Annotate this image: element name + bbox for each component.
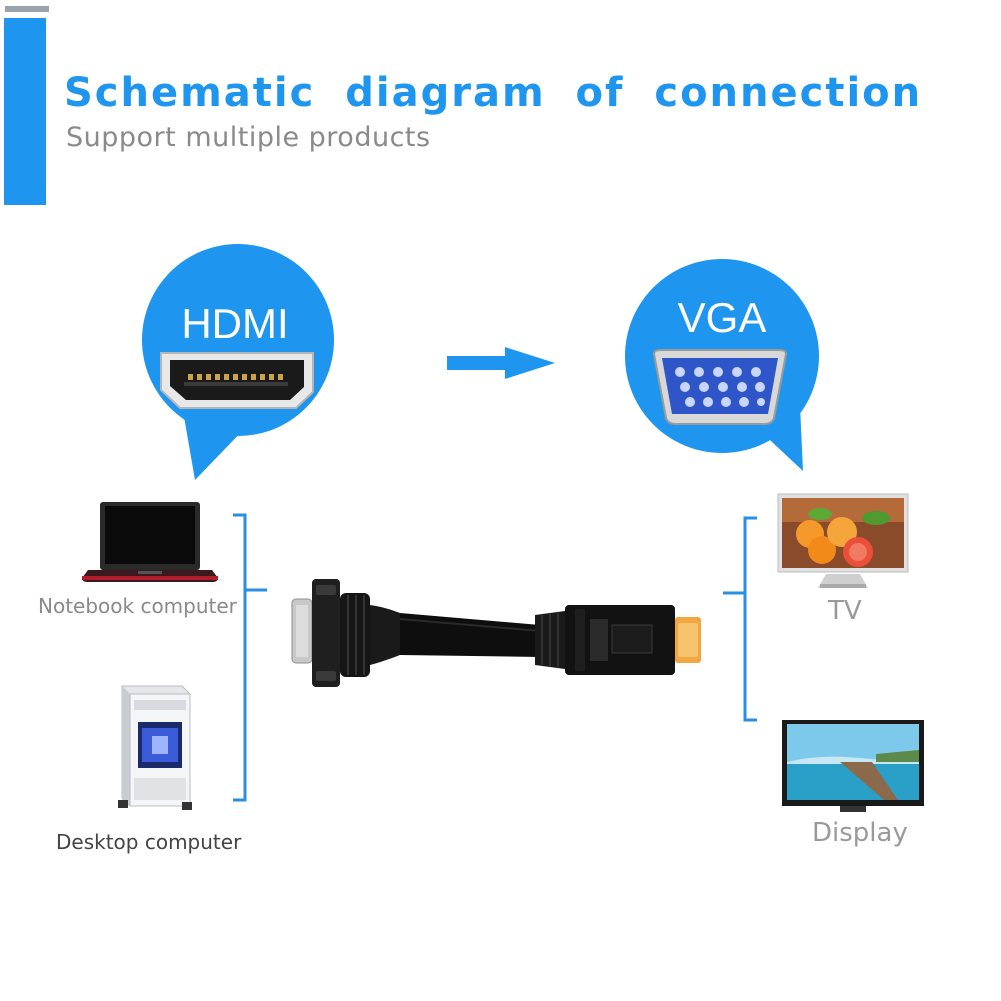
vga-port-icon [652,349,788,425]
hdmi-port-icon [160,352,314,409]
laptop-icon [82,502,218,582]
vga-label: VGA [677,294,767,341]
tv-icon [777,493,909,588]
source-bracket [233,513,267,802]
page-title: Schematic diagram of connection [64,70,923,116]
page-subtitle: Support multiple products [66,122,431,153]
desktop-label: Desktop computer [56,830,242,854]
top-gray-bar [5,6,49,12]
notebook-label: Notebook computer [38,594,237,618]
hdmi-label: HDMI [181,300,289,347]
monitor-icon [782,720,924,812]
hdmi-to-vga-adapter-icon [291,579,701,687]
desktop-tower-icon [118,685,192,810]
target-bracket [723,516,757,722]
arrow-right-icon [447,347,555,379]
display-label: Display [812,818,908,848]
accent-bar [4,18,46,205]
tv-label: TV [828,596,862,626]
